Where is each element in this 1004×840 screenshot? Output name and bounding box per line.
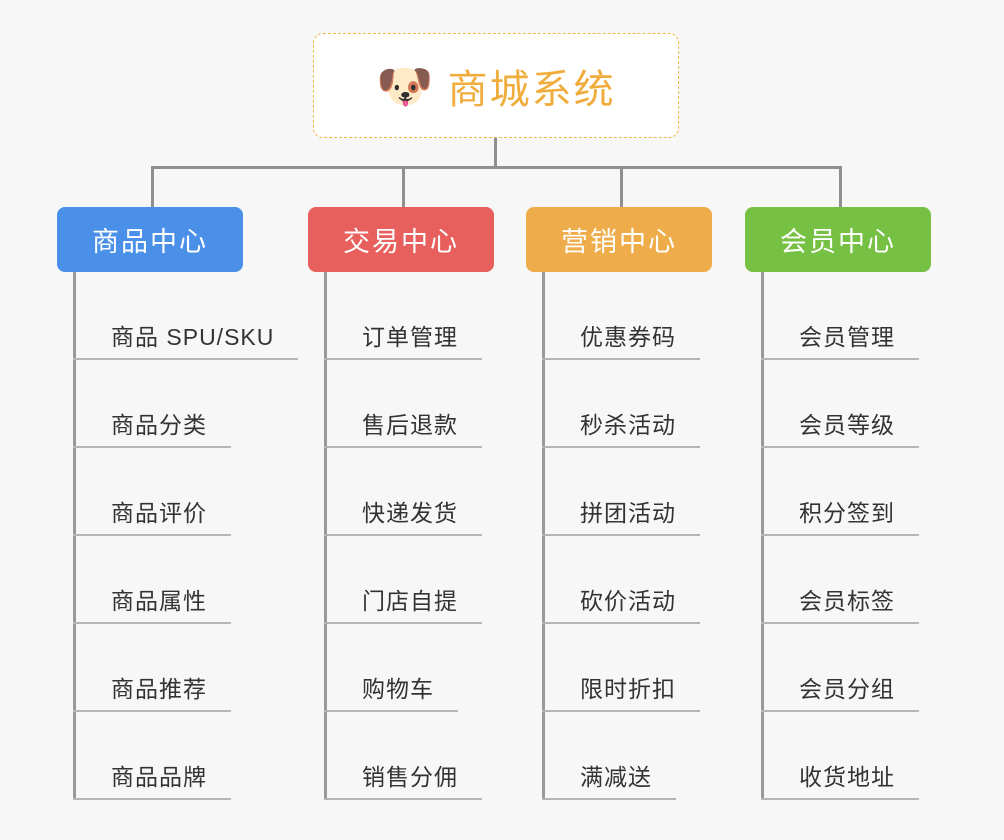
column-rail (542, 272, 545, 800)
column-rail (324, 272, 327, 800)
leaf-item-label: 砍价活动 (580, 588, 676, 615)
leaf-item[interactable]: 砍价活动 (542, 536, 700, 624)
leaf-item-label: 拼团活动 (580, 500, 676, 527)
leaf-item[interactable]: 会员管理 (761, 272, 919, 360)
leaf-item[interactable]: 商品 SPU/SKU (73, 272, 298, 360)
leaf-item[interactable]: 门店自提 (324, 536, 482, 624)
connector-drop-2 (402, 166, 405, 208)
leaf-item-label: 会员管理 (799, 324, 895, 351)
leaf-item-label: 商品属性 (111, 588, 207, 615)
category-label: 营销中心 (561, 227, 677, 257)
leaf-item-label: 优惠券码 (580, 324, 676, 351)
category-box-4[interactable]: 会员中心 (745, 207, 931, 272)
leaf-item[interactable]: 限时折扣 (542, 624, 700, 712)
connector-horizontal-bar (151, 166, 841, 169)
leaf-item[interactable]: 商品品牌 (73, 712, 231, 800)
leaf-item-label: 门店自提 (362, 588, 458, 615)
leaf-item[interactable]: 秒杀活动 (542, 360, 700, 448)
leaf-item-label: 快递发货 (362, 500, 458, 527)
leaf-item-label: 售后退款 (362, 412, 458, 439)
leaf-item-label: 商品分类 (111, 412, 207, 439)
leaf-item-label: 会员分组 (799, 676, 895, 703)
leaf-item-label: 订单管理 (362, 324, 458, 351)
category-label: 会员中心 (780, 227, 896, 257)
leaf-item[interactable]: 订单管理 (324, 272, 482, 360)
leaf-item-label: 商品评价 (111, 500, 207, 527)
leaf-item-label: 销售分佣 (362, 764, 458, 791)
column-rail (761, 272, 764, 800)
root-node-title: 商城系统 (447, 67, 616, 112)
leaf-item[interactable]: 收货地址 (761, 712, 919, 800)
connector-root-stem (494, 138, 497, 168)
leaf-item[interactable]: 积分签到 (761, 448, 919, 536)
category-label: 商品中心 (92, 227, 208, 257)
leaf-item[interactable]: 快递发货 (324, 448, 482, 536)
leaf-item-label: 会员等级 (799, 412, 895, 439)
leaf-item-label: 商品推荐 (111, 676, 207, 703)
root-node-mall-system[interactable]: 🐶 商城系统 (313, 33, 679, 138)
leaf-item[interactable]: 优惠券码 (542, 272, 700, 360)
leaf-item[interactable]: 购物车 (324, 624, 458, 712)
leaf-column-2: 订单管理售后退款快递发货门店自提购物车销售分佣 (324, 272, 482, 800)
category-box-2[interactable]: 交易中心 (308, 207, 494, 272)
leaf-item[interactable]: 售后退款 (324, 360, 482, 448)
leaf-item[interactable]: 满减送 (542, 712, 676, 800)
leaf-item[interactable]: 商品分类 (73, 360, 231, 448)
leaf-item[interactable]: 拼团活动 (542, 448, 700, 536)
leaf-item-label: 会员标签 (799, 588, 895, 615)
leaf-item-label: 积分签到 (799, 500, 895, 527)
leaf-item[interactable]: 商品评价 (73, 448, 231, 536)
leaf-item[interactable]: 会员分组 (761, 624, 919, 712)
leaf-item-label: 秒杀活动 (580, 412, 676, 439)
leaf-item-label: 满减送 (580, 764, 652, 791)
leaf-column-3: 优惠券码秒杀活动拼团活动砍价活动限时折扣满减送 (542, 272, 700, 800)
leaf-item-label: 限时折扣 (580, 676, 676, 703)
dog-face-icon: 🐶 (376, 59, 434, 112)
leaf-item-label: 商品 SPU/SKU (111, 324, 275, 351)
category-box-1[interactable]: 商品中心 (57, 207, 243, 272)
column-rail (73, 272, 76, 800)
category-box-3[interactable]: 营销中心 (526, 207, 712, 272)
connector-drop-1 (151, 166, 154, 208)
leaf-item-label: 购物车 (362, 676, 434, 703)
leaf-column-4: 会员管理会员等级积分签到会员标签会员分组收货地址 (761, 272, 919, 800)
leaf-item[interactable]: 销售分佣 (324, 712, 482, 800)
leaf-column-1: 商品 SPU/SKU 商品分类商品评价商品属性商品推荐商品品牌 (73, 272, 298, 800)
connector-drop-4 (839, 166, 842, 208)
category-label: 交易中心 (343, 227, 459, 257)
leaf-item-label: 商品品牌 (111, 764, 207, 791)
leaf-item[interactable]: 商品推荐 (73, 624, 231, 712)
leaf-item[interactable]: 商品属性 (73, 536, 231, 624)
leaf-item[interactable]: 会员等级 (761, 360, 919, 448)
connector-drop-3 (620, 166, 623, 208)
leaf-item-label: 收货地址 (799, 764, 895, 791)
leaf-item[interactable]: 会员标签 (761, 536, 919, 624)
